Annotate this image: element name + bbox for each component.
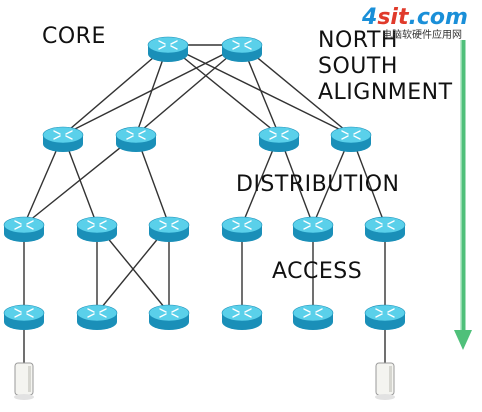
router-top [292, 304, 334, 322]
router-arrows [232, 308, 252, 318]
north-label: NORTH [318, 28, 398, 53]
nodes-layer [3, 36, 406, 400]
link-core-2-to-dist-4 [241, 44, 352, 136]
router-arrows [269, 130, 289, 140]
core-label: CORE [42, 24, 106, 49]
link-core-2-to-dist-2 [135, 44, 243, 136]
router-arrows [14, 308, 34, 318]
router-icon-acc-l-6 [364, 304, 406, 330]
watermark-brand-number: 4 [362, 5, 378, 30]
server-shadow [14, 394, 34, 400]
north-south-arrow [454, 40, 472, 350]
router-top [292, 216, 334, 234]
watermark-brand-name: sit [377, 5, 409, 30]
router-top [115, 126, 157, 144]
router-icon-acc-u-1 [3, 216, 45, 242]
alignment-label: ALIGNMENT [318, 80, 453, 105]
router-icon-acc-u-2 [76, 216, 118, 242]
router-icon-acc-l-3 [148, 304, 190, 330]
server-side-shade [28, 366, 31, 392]
router-top [76, 304, 118, 322]
watermark-brand: 4sit.com [362, 6, 468, 30]
access-label: ACCESS [272, 259, 363, 284]
router-arrows [303, 220, 323, 230]
links-layer [23, 44, 386, 380]
watermark-logo: 4sit.com 电脑软硬件应用网 [362, 6, 478, 46]
router-icon-dist-1 [42, 126, 84, 152]
router-arrows [159, 220, 179, 230]
router-top [3, 216, 45, 234]
link-dist-2-to-acc-u-1 [23, 134, 137, 226]
router-top [221, 304, 263, 322]
server-side-shade [389, 366, 392, 392]
router-top [364, 216, 406, 234]
link-core-1-to-dist-3 [167, 44, 280, 136]
link-core-2-to-dist-1 [62, 44, 243, 136]
router-top [221, 36, 263, 54]
router-arrows [303, 308, 323, 318]
router-top [147, 36, 189, 54]
router-arrows [341, 130, 361, 140]
router-top [221, 216, 263, 234]
distribution-label: DISTRIBUTION [236, 172, 400, 197]
router-top [258, 126, 300, 144]
router-icon-core-2 [221, 36, 263, 62]
arrow-head [454, 330, 472, 350]
server-icon-server-1 [14, 362, 34, 400]
router-icon-acc-l-4 [221, 304, 263, 330]
router-icon-dist-3 [258, 126, 300, 152]
router-arrows [53, 130, 73, 140]
router-arrows [375, 308, 395, 318]
router-top [364, 304, 406, 322]
router-top [76, 216, 118, 234]
link-core-1-to-dist-4 [167, 44, 352, 136]
router-icon-acc-l-1 [3, 304, 45, 330]
router-top [330, 126, 372, 144]
watermark-brand-domain: .com [408, 5, 468, 30]
router-arrows [126, 130, 146, 140]
north-south-alignment-label: NORTH SOUTH ALIGNMENT [318, 28, 453, 106]
router-icon-acc-u-4 [221, 216, 263, 242]
router-top [3, 304, 45, 322]
router-arrows [159, 308, 179, 318]
router-icon-acc-u-5 [292, 216, 334, 242]
router-icon-acc-l-5 [292, 304, 334, 330]
router-icon-acc-u-3 [148, 216, 190, 242]
router-arrows [14, 220, 34, 230]
router-icon-acc-l-2 [76, 304, 118, 330]
router-arrows [232, 40, 252, 50]
router-top [148, 216, 190, 234]
router-icon-acc-u-6 [364, 216, 406, 242]
router-arrows [158, 40, 178, 50]
server-shadow [375, 394, 395, 400]
router-top [42, 126, 84, 144]
watermark-subtitle: 电脑软硬件应用网 [382, 30, 462, 41]
router-icon-dist-2 [115, 126, 157, 152]
link-core-1-to-dist-1 [62, 44, 169, 136]
router-arrows [375, 220, 395, 230]
router-icon-dist-4 [330, 126, 372, 152]
router-arrows [87, 220, 107, 230]
south-label: SOUTH [318, 54, 398, 79]
router-arrows [87, 308, 107, 318]
server-icon-server-2 [375, 362, 395, 400]
router-icon-core-1 [147, 36, 189, 62]
router-arrows [232, 220, 252, 230]
router-top [148, 304, 190, 322]
